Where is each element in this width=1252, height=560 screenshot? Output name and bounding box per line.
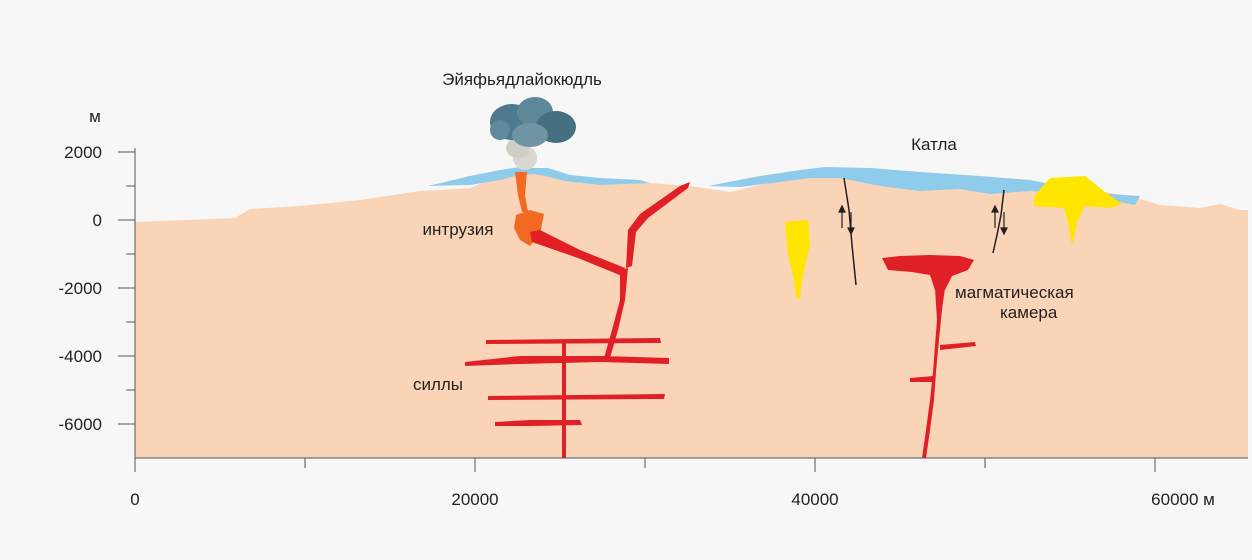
x-tick-20000: 20000 <box>451 490 498 509</box>
label-magma-chamber-2: камера <box>1000 303 1058 322</box>
x-tick-40000: 40000 <box>791 490 838 509</box>
y-axis <box>118 148 135 458</box>
y-tick-minus-6000: -6000 <box>59 415 102 434</box>
x-tick-0: 0 <box>130 490 139 509</box>
label-intrusion: интрузия <box>423 220 494 239</box>
label-sills: силлы <box>413 375 463 394</box>
label-eyjafjallajokull: Эйяфьядлайокюдль <box>442 70 602 89</box>
label-katla: Катла <box>911 135 957 154</box>
ash-plume-icon <box>490 97 576 170</box>
y-tick-minus-2000: -2000 <box>59 279 102 298</box>
y-axis-unit: м <box>89 107 101 126</box>
x-axis <box>135 458 1248 472</box>
label-magma-chamber-1: магматическая <box>955 283 1074 302</box>
y-tick-minus-4000: -4000 <box>59 347 102 366</box>
x-tick-60000: 60000 м <box>1151 490 1215 509</box>
y-tick-0: 0 <box>93 211 102 230</box>
y-tick-2000: 2000 <box>64 143 102 162</box>
